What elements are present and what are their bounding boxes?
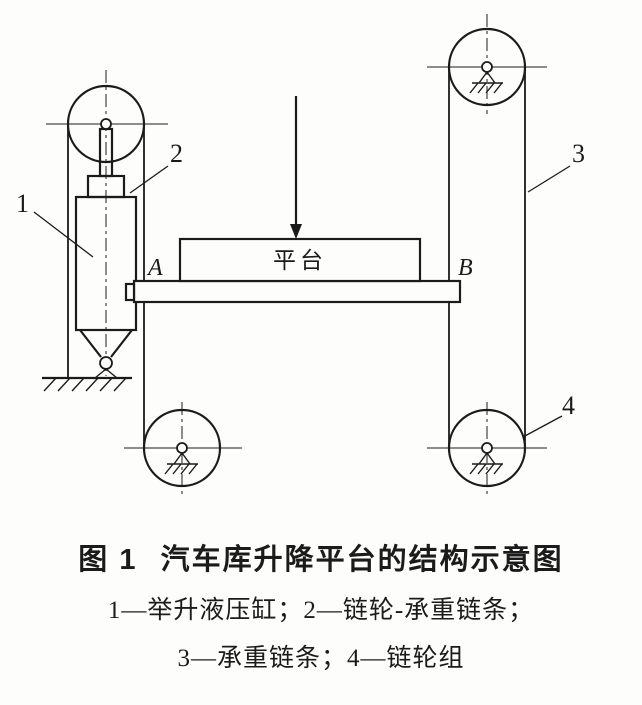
hatch-line xyxy=(485,82,495,94)
platform-beam xyxy=(132,279,462,304)
support-leg xyxy=(173,452,183,465)
hatch-line xyxy=(477,463,487,475)
platform-assembly: 平台 A B xyxy=(124,237,473,304)
base-triangle-right xyxy=(105,368,118,379)
hatch-line xyxy=(85,377,99,392)
legend-line-1: 1—举升液压缸；2—链轮-承重链条； xyxy=(107,597,535,624)
figure-title-text: 汽车库升降平台的结构示意图 xyxy=(160,544,564,576)
sprocket-pin xyxy=(176,442,188,454)
ground-hatching xyxy=(43,377,127,392)
support-leg xyxy=(486,452,496,465)
support-leg xyxy=(478,71,488,84)
hatch-line xyxy=(469,82,479,94)
hatch-line xyxy=(469,463,479,475)
figure-caption: 图 1 汽车库升降平台的结构示意图 1—举升液压缸；2—链轮-承重链条； 3—承重… xyxy=(0,520,642,674)
callout-1-label: 1 xyxy=(16,189,29,218)
hatch-line xyxy=(477,82,487,94)
chains xyxy=(67,67,526,448)
sprocket-wheel xyxy=(447,27,527,107)
hatch-line xyxy=(188,463,198,475)
callout-3-leader xyxy=(527,165,571,193)
hatch-line xyxy=(485,463,495,475)
figure-number: 图 1 xyxy=(78,544,138,576)
callout-4-leader xyxy=(522,415,563,438)
hatch-line xyxy=(493,463,503,475)
bottom-left-sprocket xyxy=(142,408,222,488)
mechanism-diagram: 平台 A B xyxy=(16,14,585,498)
pulley-wheel xyxy=(66,84,146,164)
top-right-sprocket xyxy=(447,27,527,107)
platform-beam-tab xyxy=(124,282,136,302)
callout-4-label: 4 xyxy=(562,391,575,420)
hatch-line xyxy=(493,82,503,94)
figure-title: 图 1 汽车库升降平台的结构示意图 xyxy=(0,536,642,578)
hatch-line xyxy=(180,463,190,475)
sprocket-wheel xyxy=(142,408,222,488)
callout-3-label: 3 xyxy=(572,139,585,168)
support-leg xyxy=(486,71,496,84)
cylinder-base-pivot xyxy=(99,356,113,370)
callouts: 1 2 3 4 xyxy=(16,139,585,438)
platform-label: 平台 xyxy=(273,247,327,273)
support-leg xyxy=(181,452,191,465)
cylinder-taper-left xyxy=(79,329,102,358)
top-left-pulley xyxy=(66,84,146,164)
hatch-line xyxy=(57,377,71,392)
sprocket-wheel xyxy=(447,408,527,488)
hatch-line xyxy=(43,377,57,392)
callout-2-leader xyxy=(129,165,169,194)
hatch-line xyxy=(99,377,113,392)
callout-1-leader xyxy=(33,211,94,258)
sprocket-pin xyxy=(481,442,493,454)
hatch-line xyxy=(164,463,174,475)
point-b-label: B xyxy=(458,255,473,281)
cylinder-taper-right xyxy=(110,329,133,358)
platform-deck xyxy=(178,237,422,283)
support-leg xyxy=(478,452,488,465)
point-a-label: A xyxy=(146,255,163,281)
hydraulic-cylinder-assembly xyxy=(42,127,138,392)
base-triangle-left xyxy=(94,368,107,379)
load-arrow-icon xyxy=(290,96,302,239)
callout-2-label: 2 xyxy=(170,139,183,168)
hatch-line xyxy=(71,377,85,392)
legend-line-2: 3—承重链条；4—链轮组 xyxy=(177,645,465,672)
cylinder-body xyxy=(74,195,138,332)
load-arrow-head xyxy=(290,224,302,239)
pulley-pin xyxy=(100,118,112,130)
hatch-line xyxy=(113,377,127,392)
bottom-right-sprocket xyxy=(447,408,527,488)
sprocket-pin xyxy=(481,61,493,73)
hatch-line xyxy=(172,463,182,475)
